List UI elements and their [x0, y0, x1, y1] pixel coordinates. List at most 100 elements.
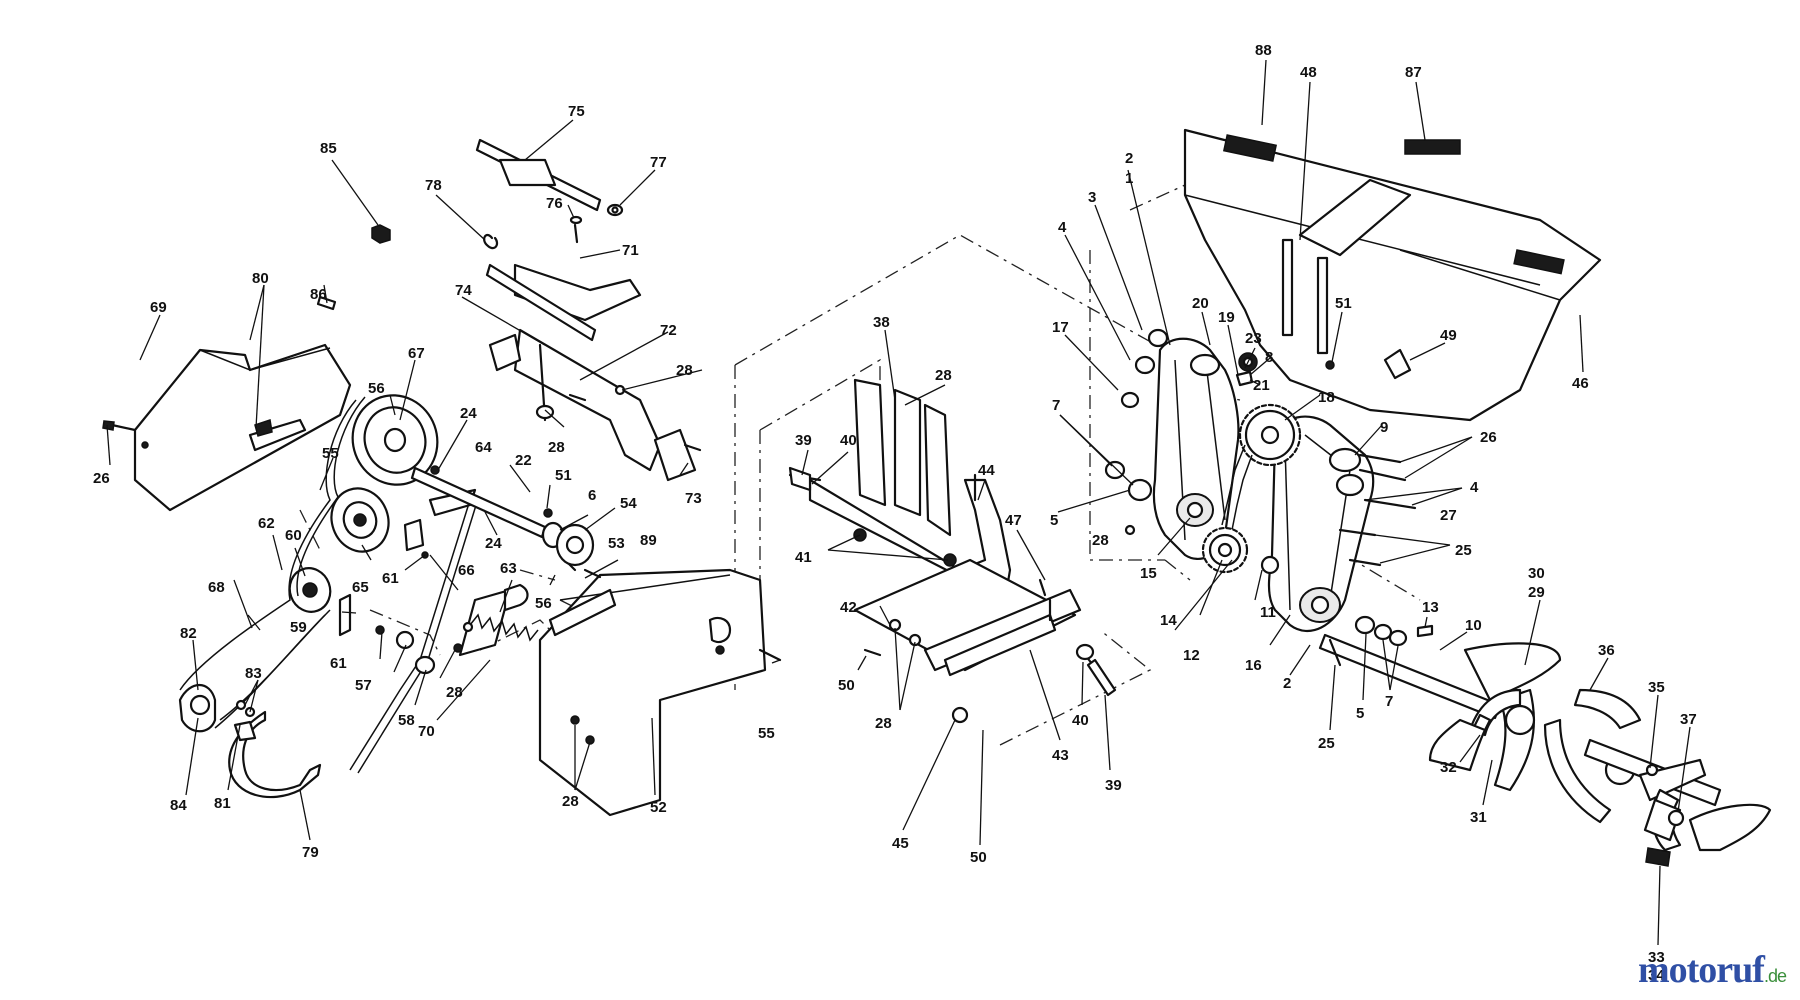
- callout-40: 40: [1072, 712, 1089, 729]
- callout-28: 28: [548, 439, 565, 456]
- callout-7: 7: [1385, 693, 1393, 710]
- chain-case-left: [1152, 337, 1240, 561]
- callout-32: 32: [1440, 759, 1457, 776]
- callout-56: 56: [368, 380, 385, 397]
- motoruf-watermark: motoruf.de: [1638, 948, 1787, 992]
- callout-62: 62: [258, 515, 275, 532]
- callout-68: 68: [208, 579, 225, 596]
- callout-40: 40: [840, 432, 857, 449]
- callout-57: 57: [355, 677, 372, 694]
- callout-59: 59: [290, 619, 307, 636]
- callout-25: 25: [1455, 542, 1472, 559]
- callout-34: 34: [1648, 967, 1665, 984]
- callout-6: 6: [588, 487, 596, 504]
- callout-66: 66: [458, 562, 475, 579]
- belt-pulleys: [178, 394, 439, 733]
- callout-1: 1: [1125, 170, 1133, 187]
- callout-36: 36: [1598, 642, 1615, 659]
- callout-37: 37: [1680, 711, 1697, 728]
- callout-54: 54: [620, 495, 637, 512]
- callout-23: 23: [1245, 330, 1262, 347]
- idler-arm-lever: [349, 488, 529, 774]
- callout-35: 35: [1648, 679, 1665, 696]
- callout-4: 4: [1470, 479, 1479, 496]
- callout-28: 28: [676, 362, 693, 379]
- callout-7: 7: [1052, 397, 1060, 414]
- callout-5: 5: [1356, 705, 1364, 722]
- callout-77: 77: [650, 154, 667, 171]
- callout-26: 26: [1480, 429, 1497, 446]
- callout-51: 51: [555, 467, 572, 484]
- callout-21: 21: [1253, 377, 1270, 394]
- callout-67: 67: [408, 345, 425, 362]
- pulley-cover: [102, 343, 352, 512]
- callout-63: 63: [500, 560, 517, 577]
- callout-13: 13: [1422, 599, 1439, 616]
- tension-spring: [462, 613, 539, 642]
- callout-70: 70: [418, 723, 435, 740]
- callout-60: 60: [285, 527, 302, 544]
- callout-19: 19: [1218, 309, 1235, 326]
- callout-5: 5: [1050, 512, 1058, 529]
- callout-28: 28: [935, 367, 952, 384]
- callout-24: 24: [485, 535, 502, 552]
- callout-26: 26: [93, 470, 110, 487]
- callout-55: 55: [322, 445, 339, 462]
- callout-88: 88: [1255, 42, 1272, 59]
- watermark-tld: .de: [1763, 966, 1787, 986]
- callout-30: 30: [1528, 565, 1545, 582]
- callout-47: 47: [1005, 512, 1022, 529]
- callout-81: 81: [214, 795, 231, 812]
- callout-12: 12: [1183, 647, 1200, 664]
- watermark-text: motoruf: [1638, 949, 1765, 991]
- callout-2: 2: [1283, 675, 1291, 692]
- callout-79: 79: [302, 844, 319, 861]
- callout-33: 33: [1648, 949, 1665, 966]
- callout-53: 53: [608, 535, 625, 552]
- callout-83: 83: [245, 665, 262, 682]
- callout-49: 49: [1440, 327, 1457, 344]
- callout-28: 28: [875, 715, 892, 732]
- callout-9: 9: [1380, 419, 1388, 436]
- callout-10: 10: [1465, 617, 1482, 634]
- callout-31: 31: [1470, 809, 1487, 826]
- callout-3: 3: [1088, 189, 1096, 206]
- callout-25: 25: [1318, 735, 1335, 752]
- callout-76: 76: [546, 195, 563, 212]
- callout-17: 17: [1052, 319, 1069, 336]
- callout-50: 50: [838, 677, 855, 694]
- callout-61: 61: [382, 570, 399, 587]
- callout-72: 72: [660, 322, 677, 339]
- callout-52: 52: [650, 799, 667, 816]
- callout-48: 48: [1300, 64, 1317, 81]
- callout-39: 39: [795, 432, 812, 449]
- callout-56: 56: [535, 595, 552, 612]
- jackshaft: [410, 465, 602, 579]
- chain-case-right: [1267, 415, 1375, 633]
- callout-73: 73: [685, 490, 702, 507]
- callout-11: 11: [1260, 604, 1276, 621]
- lower-bracket: [228, 699, 322, 799]
- callout-28: 28: [446, 684, 463, 701]
- callout-28: 28: [1092, 532, 1109, 549]
- callout-14: 14: [1160, 612, 1177, 629]
- callout-8: 8: [1265, 349, 1273, 366]
- callout-86: 86: [310, 286, 327, 303]
- callout-82: 82: [180, 625, 197, 642]
- callout-69: 69: [150, 299, 167, 316]
- callout-2: 2: [1125, 150, 1133, 167]
- callout-44: 44: [978, 462, 995, 479]
- callout-61: 61: [330, 655, 347, 672]
- callout-20: 20: [1192, 295, 1209, 312]
- callout-80: 80: [252, 270, 269, 287]
- callout-74: 74: [455, 282, 472, 299]
- callout-45: 45: [892, 835, 909, 852]
- callout-58: 58: [398, 712, 415, 729]
- callout-24: 24: [460, 405, 477, 422]
- case-bolts: [1124, 453, 1417, 667]
- callout-87: 87: [1405, 64, 1422, 81]
- callout-46: 46: [1572, 375, 1589, 392]
- callout-4: 4: [1058, 219, 1067, 236]
- callout-16: 16: [1245, 657, 1262, 674]
